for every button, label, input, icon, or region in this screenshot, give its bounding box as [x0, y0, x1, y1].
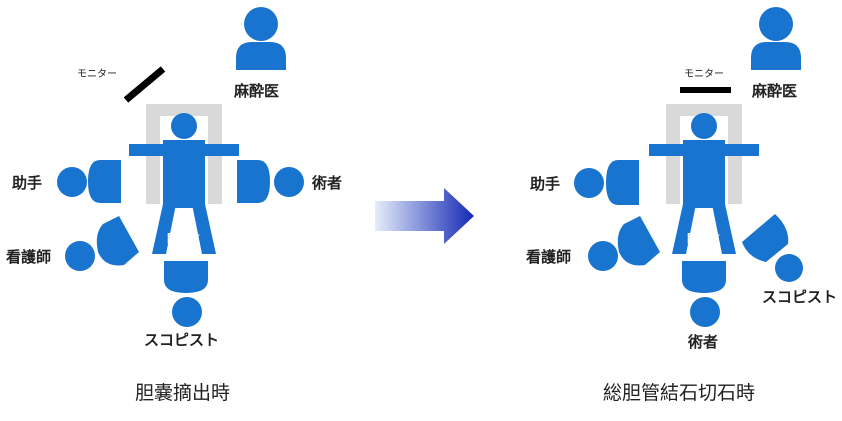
left-monitor-label: モニター	[77, 68, 117, 80]
left-position-label: 開脚位	[167, 231, 200, 245]
right-scopist-figure	[742, 214, 803, 282]
transition-arrow	[375, 188, 474, 244]
left-monitor	[123, 66, 166, 103]
right-surgeon-figure	[682, 261, 726, 327]
right-monitor	[680, 87, 731, 93]
right-caption: 総胆管結石切石時	[603, 382, 755, 404]
left-panel: 麻酔医 モニター 開脚位 助手 術者	[6, 7, 342, 404]
left-caption: 胆嚢摘出時	[135, 382, 230, 404]
right-assistant-figure	[574, 160, 639, 205]
left-nurse-figure	[65, 216, 139, 271]
right-anesthesiologist-label: 麻酔医	[751, 82, 797, 100]
left-scopist-figure	[164, 261, 208, 327]
left-patient-figure	[129, 113, 239, 254]
left-anesthesiologist-label: 麻酔医	[233, 82, 279, 100]
right-panel: 麻酔医 モニター 開脚位 助手 看護師	[526, 7, 837, 404]
right-monitor-label: モニター	[684, 68, 724, 80]
right-nurse-label: 看護師	[526, 248, 571, 266]
left-nurse-label: 看護師	[6, 248, 51, 266]
left-assistant-label: 助手	[12, 174, 42, 192]
right-nurse-figure	[588, 216, 660, 271]
left-assistant-figure	[57, 160, 121, 203]
right-position-label: 開脚位	[687, 231, 720, 245]
left-scopist-label: スコピスト	[144, 331, 219, 349]
left-anesthesiologist-figure	[236, 7, 286, 70]
left-surgeon-figure	[237, 160, 304, 203]
right-scopist-label: スコピスト	[762, 288, 837, 306]
right-patient-figure	[649, 113, 759, 254]
right-surgeon-label: 術者	[687, 333, 718, 351]
right-assistant-label: 助手	[530, 175, 560, 193]
right-anesthesiologist-figure	[751, 7, 801, 70]
left-surgeon-label: 術者	[311, 174, 342, 192]
